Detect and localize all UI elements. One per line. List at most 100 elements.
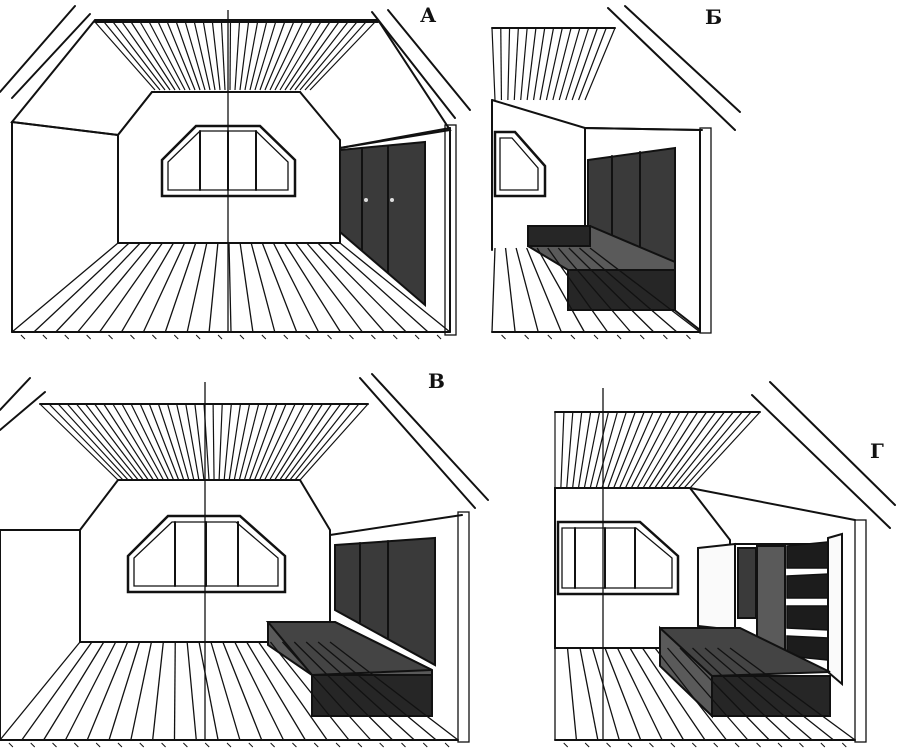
hatch-line	[108, 641, 141, 741]
hatch-line	[148, 403, 180, 481]
hatch-line	[103, 21, 161, 91]
hatch-line	[193, 21, 211, 91]
wardrobe	[339, 140, 426, 308]
hatch-line	[148, 21, 186, 91]
hatch-line	[557, 247, 632, 333]
hatch-line	[624, 411, 663, 489]
hatch-line	[238, 403, 260, 481]
hatch-line	[228, 242, 232, 333]
hatch-line	[526, 27, 537, 101]
bookshelf	[734, 532, 843, 687]
hatch-line	[33, 242, 130, 333]
hatch-line	[139, 21, 181, 91]
hatch-line	[593, 334, 599, 340]
hatch-line	[121, 21, 171, 91]
hatch-line	[42, 334, 48, 340]
hatch-line	[583, 411, 601, 489]
hatch-line	[8, 742, 14, 748]
hatch-line	[552, 27, 572, 101]
hatch-line	[606, 742, 611, 748]
hatch-line	[572, 411, 583, 489]
panel-b-attic-with-bed: Б	[491, 5, 741, 340]
hatch-line	[691, 742, 697, 748]
hatch-line	[108, 334, 113, 340]
hatch-line	[670, 742, 676, 748]
hatch-line	[248, 403, 278, 481]
hatch-line	[226, 742, 232, 748]
hatch-line	[662, 334, 668, 340]
hatch-line	[261, 242, 298, 333]
hatch-line	[239, 242, 254, 333]
panel-label-g: Г	[870, 439, 884, 463]
hatch-line	[244, 21, 259, 91]
hatch-line	[121, 403, 165, 481]
hatch-line	[281, 641, 372, 741]
hatch-line	[414, 334, 420, 340]
hatch-line	[579, 647, 599, 741]
hatch-line	[185, 403, 200, 481]
hatch-line	[176, 403, 195, 481]
hatch-line	[317, 242, 407, 333]
hatch-line	[627, 742, 633, 748]
hatch-line	[734, 742, 740, 748]
hatch-line	[577, 411, 592, 489]
hatch-line	[329, 641, 459, 741]
hatch-line	[94, 403, 149, 481]
hatch-line	[578, 27, 607, 101]
hatch-line	[629, 647, 685, 741]
hatch-line	[304, 21, 367, 91]
hatch-line	[243, 403, 269, 481]
hatch-line	[151, 334, 157, 340]
hatch-line	[239, 334, 245, 340]
hatch-line	[202, 21, 216, 91]
hatch-line	[249, 21, 268, 91]
hatch-line	[570, 334, 576, 340]
hatch-line	[547, 334, 553, 340]
hatch-line	[686, 334, 691, 340]
hatch-line	[103, 403, 154, 481]
wardrobe	[334, 536, 436, 667]
hatch-line	[539, 27, 555, 101]
hatch-line	[259, 403, 296, 481]
hatch-line	[294, 21, 349, 91]
hatch-line	[568, 247, 655, 333]
hatch-line	[328, 242, 429, 333]
hatch-line	[75, 403, 139, 481]
hatch-line	[560, 411, 565, 489]
hatch-line	[444, 742, 450, 748]
hatch-line	[261, 334, 267, 340]
hatch-line	[422, 742, 428, 748]
hatch-line	[317, 641, 437, 741]
hatch-line	[756, 742, 761, 748]
hatch-line	[217, 334, 223, 340]
hatch-line	[649, 742, 654, 748]
hatch-line	[520, 27, 528, 101]
hatch-line	[392, 334, 398, 340]
panel-g-attic-bookshelf-and-bed: Г	[554, 381, 896, 748]
hatch-line	[292, 742, 297, 748]
hatch-line	[139, 403, 175, 481]
hatch-line	[294, 403, 360, 481]
hatch-line	[436, 334, 442, 340]
hatch-line	[94, 21, 156, 91]
hatch-line	[613, 411, 645, 489]
hatch-line	[130, 403, 170, 481]
hatch-line	[86, 334, 92, 340]
hatch-line	[164, 242, 197, 333]
hatch-line	[254, 21, 277, 91]
hatch-line	[289, 403, 351, 481]
hatch-line	[112, 403, 159, 481]
hatch-line	[130, 334, 135, 340]
hatch-line	[258, 641, 328, 741]
hatch-line	[223, 403, 232, 481]
hatch-line	[208, 242, 219, 333]
hatch-line	[64, 641, 117, 741]
hatch-line	[239, 21, 250, 91]
hatch-line	[683, 411, 752, 489]
hatch-line	[532, 27, 546, 101]
hatch-line	[130, 641, 153, 741]
hatch-line	[507, 27, 511, 101]
hatch-line	[279, 403, 333, 481]
hatch-line	[269, 21, 304, 91]
hatch-line	[186, 641, 197, 741]
